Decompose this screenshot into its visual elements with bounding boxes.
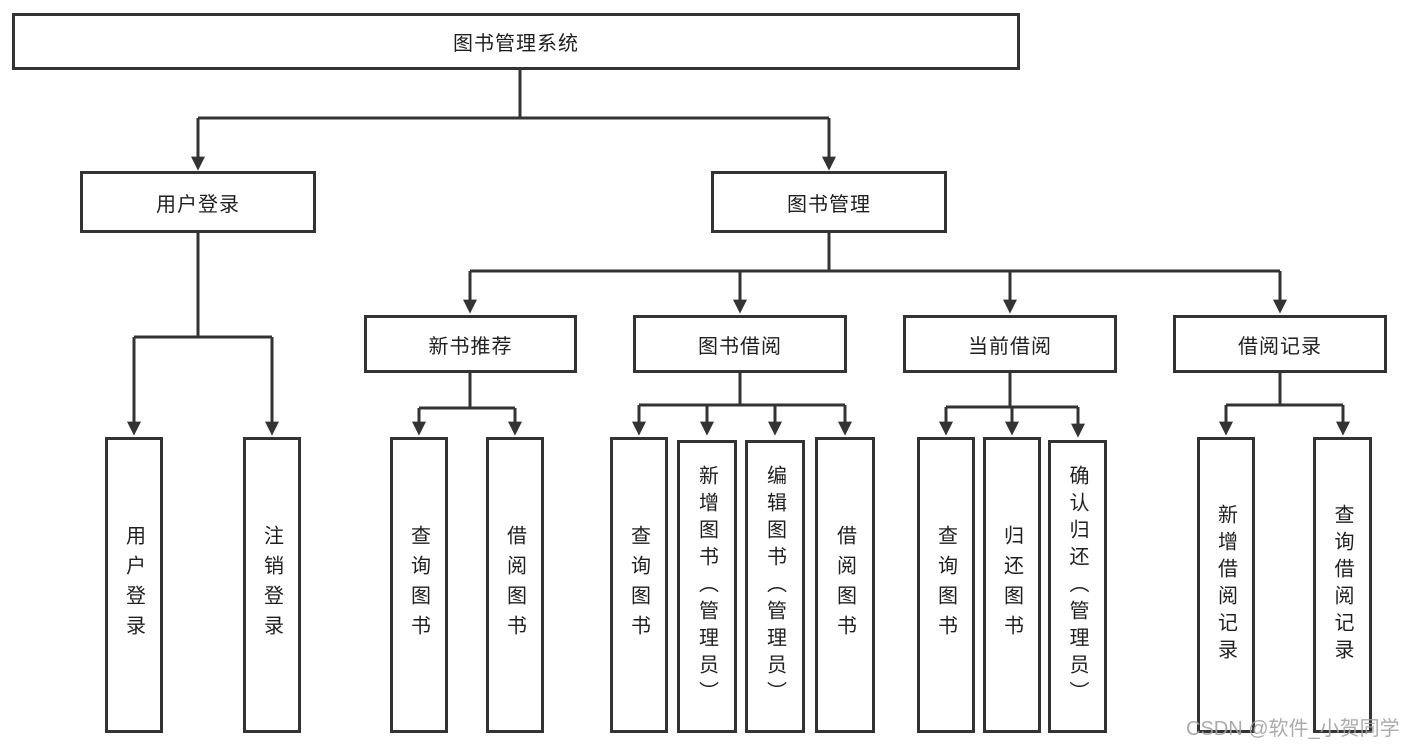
leaf-label: 查询借阅记录	[1331, 504, 1353, 666]
leaf-return-books: 归还图书	[983, 437, 1041, 733]
node-root-system: 图书管理系统	[12, 13, 1020, 70]
leaf-edit-book-admin: 编辑图书（管理员）	[745, 440, 805, 733]
leaf-borrow-books: 借阅图书	[815, 437, 875, 733]
leaf-user-login: 用户登录	[105, 437, 163, 733]
leaf-query-borrow-record: 查询借阅记录	[1313, 437, 1372, 733]
node-new-book-recommend: 新书推荐	[364, 315, 577, 373]
leaf-label: 新增图书（管理员）	[695, 465, 718, 708]
leaf-label: 借阅图书	[503, 525, 526, 645]
node-user-login: 用户登录	[80, 171, 316, 233]
leaf-label: 用户登录	[122, 525, 145, 645]
leaf-label: 注销登录	[260, 525, 283, 645]
leaf-label: 查询图书	[407, 525, 430, 645]
leaf-confirm-return-admin: 确认归还（管理员）	[1048, 440, 1107, 733]
node-book-management: 图书管理	[711, 171, 947, 233]
leaf-label: 新增借阅记录	[1214, 504, 1237, 666]
leaf-query-books-recommend: 查询图书	[390, 437, 448, 733]
node-label: 新书推荐	[428, 335, 513, 358]
leaf-label: 借阅图书	[833, 525, 856, 645]
node-label: 图书管理	[787, 193, 871, 216]
node-label: 图书管理系统	[453, 33, 579, 55]
leaf-query-books-current: 查询图书	[917, 437, 975, 733]
leaf-logout: 注销登录	[243, 437, 301, 733]
leaf-add-book-admin: 新增图书（管理员）	[677, 440, 737, 733]
csdn-watermark: CSDN @软件_小贺同学	[1186, 718, 1400, 740]
node-borrow-records: 借阅记录	[1173, 315, 1387, 373]
leaf-borrow-books-recommend: 借阅图书	[486, 437, 544, 733]
node-book-borrow: 图书借阅	[633, 315, 847, 373]
leaf-query-books-borrow: 查询图书	[610, 437, 668, 733]
node-label: 当前借阅	[968, 335, 1052, 358]
node-label: 借阅记录	[1238, 335, 1322, 358]
node-current-borrow: 当前借阅	[903, 315, 1117, 373]
leaf-label: 确认归还（管理员）	[1066, 465, 1088, 708]
leaf-label: 编辑图书（管理员）	[763, 465, 786, 708]
leaf-add-borrow-record: 新增借阅记录	[1197, 437, 1255, 733]
leaf-label: 归还图书	[1000, 525, 1023, 645]
node-label: 图书借阅	[698, 335, 782, 358]
leaf-label: 查询图书	[627, 525, 650, 645]
node-label: 用户登录	[156, 193, 240, 216]
leaf-label: 查询图书	[934, 525, 957, 645]
